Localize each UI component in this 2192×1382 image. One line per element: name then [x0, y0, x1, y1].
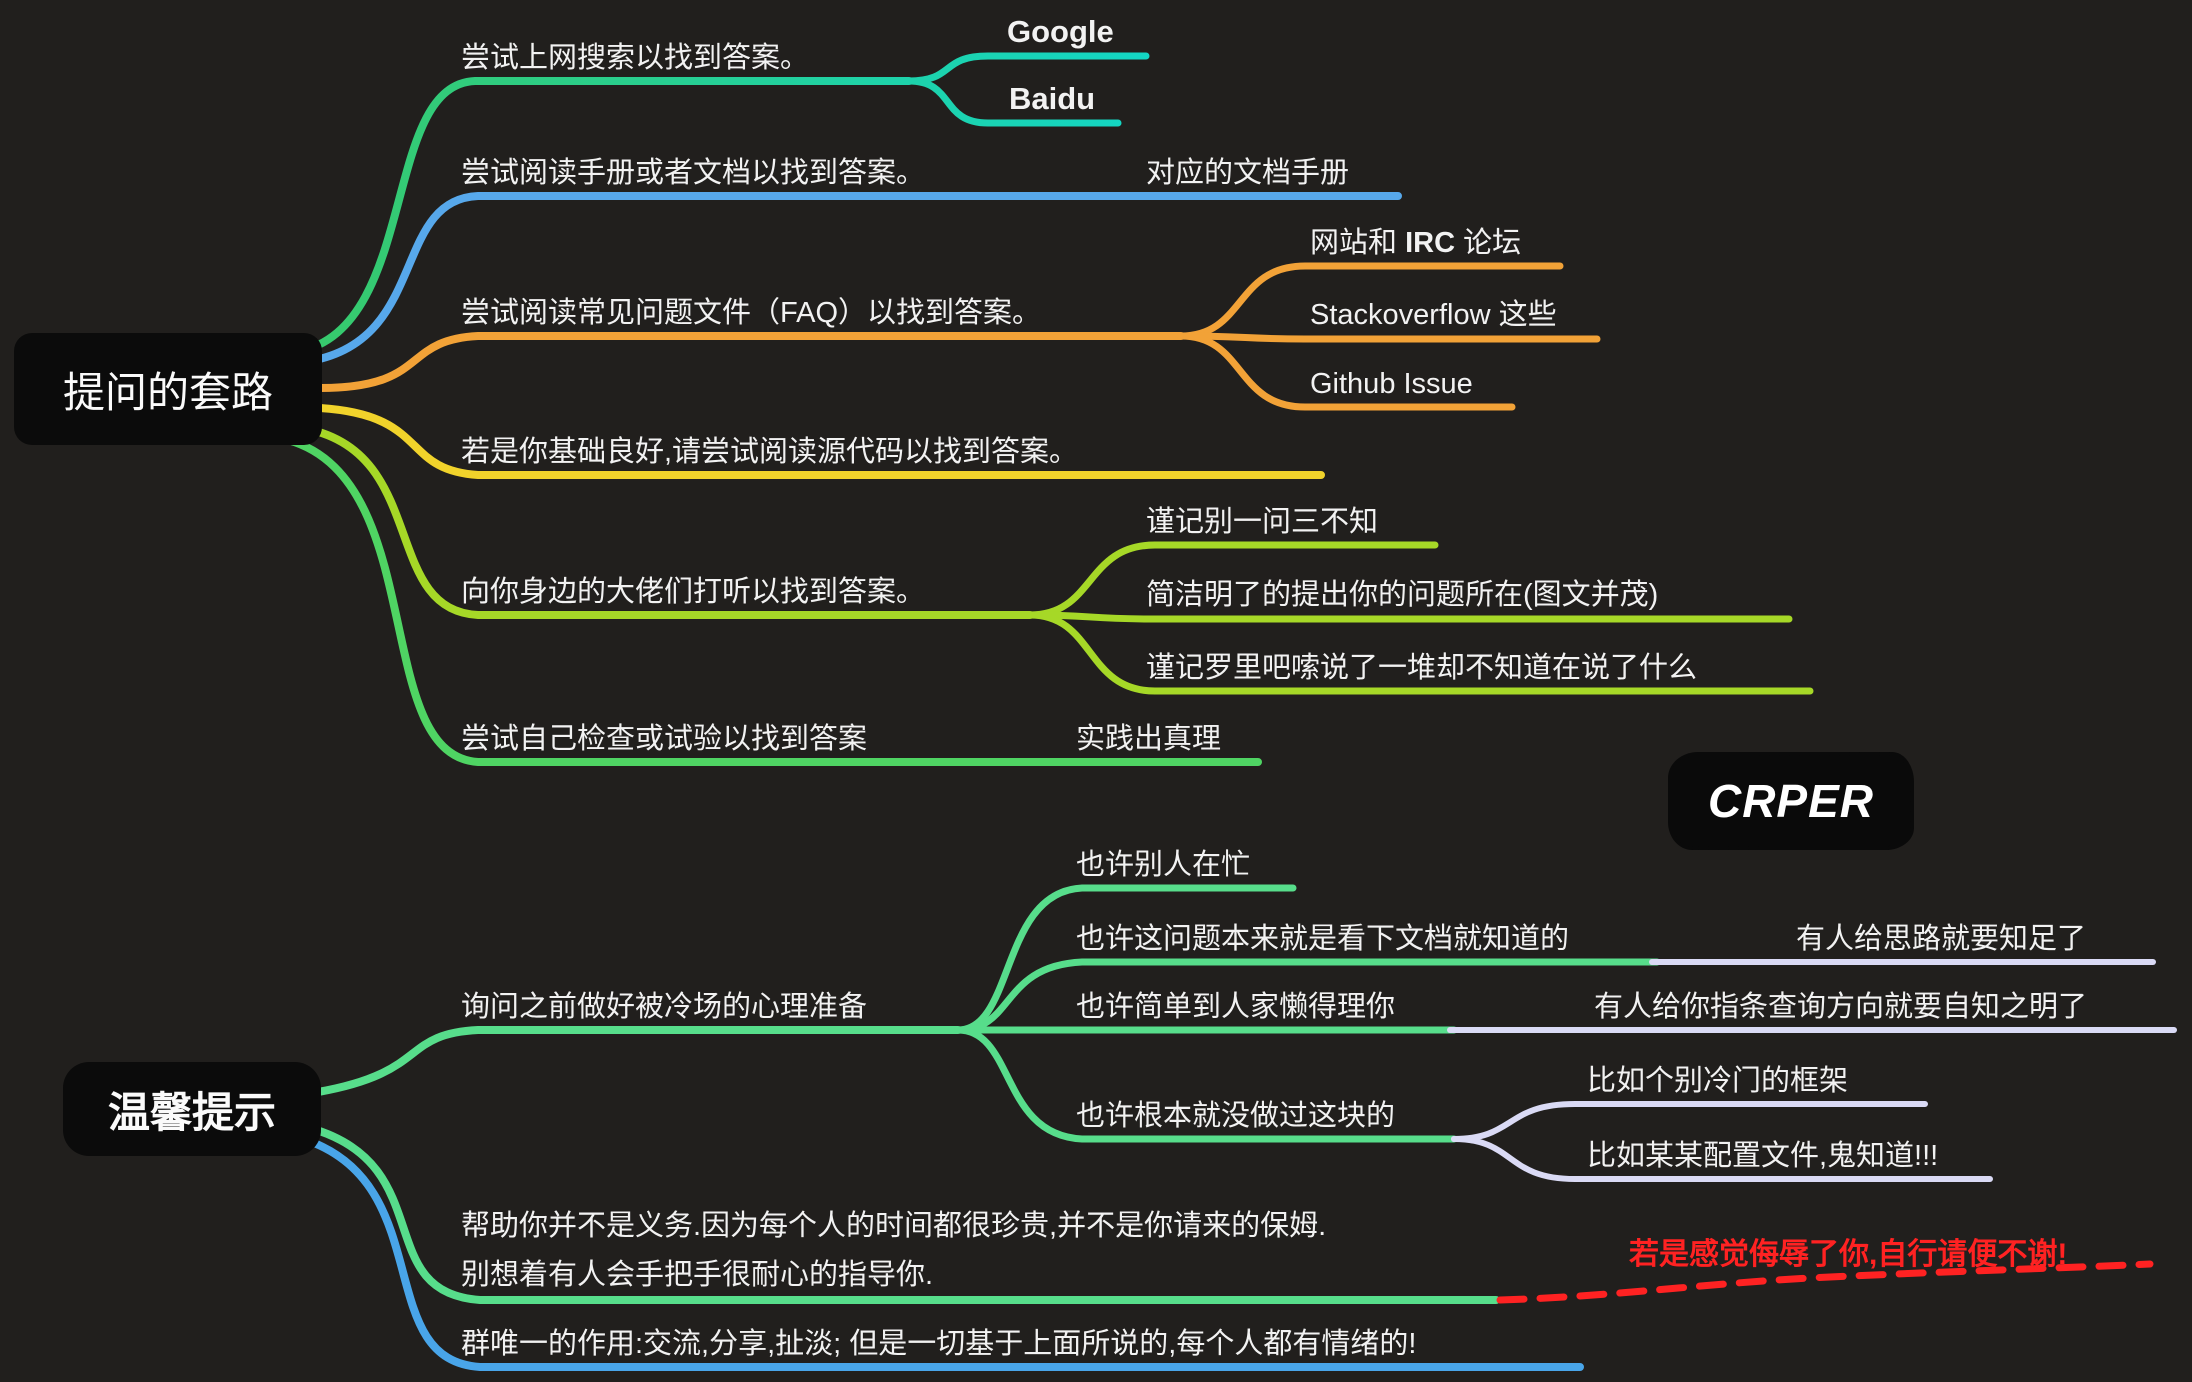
root-node-question-routine-label: 提问的套路 [62, 368, 273, 416]
node-doc-manual[interactable]: 对应的文档手册 [1146, 157, 1350, 189]
root-node-warm-tips-label: 温馨提示 [107, 1088, 276, 1136]
node-read-manual[interactable]: 尝试阅读手册或者文档以找到答案。 [461, 157, 926, 189]
node-practice-truth[interactable]: 实践出真理 [1076, 723, 1222, 755]
node-google[interactable]: Google [1007, 14, 1114, 49]
node-stackoverflow[interactable]: Stackoverflow 这些 [1310, 299, 1557, 331]
root-node-question-routine[interactable]: 提问的套路 [14, 333, 322, 445]
branch-manual-line [300, 192, 1402, 366]
branch-cold-line [314, 1026, 962, 1096]
branch-not-duty-line [306, 1124, 1500, 1304]
node-niche-framework[interactable]: 比如个别冷门的框架 [1587, 1065, 1849, 1097]
node-ask-tip2[interactable]: 简洁明了的提出你的问题所在(图文并茂) [1146, 579, 1659, 611]
node-maybe-busy[interactable]: 也许别人在忙 [1076, 849, 1251, 881]
branch-search-baidu-line [905, 77, 1122, 127]
branch-faq-irc-line [1177, 262, 1564, 340]
node-never-done[interactable]: 也许根本就没做过这块的 [1076, 1100, 1396, 1132]
branch-cold-notdone-line [954, 1026, 1458, 1143]
branch-self-test-line [284, 436, 1262, 766]
node-too-simple[interactable]: 也许简单到人家懒得理你 [1076, 991, 1396, 1023]
node-read-faq[interactable]: 尝试阅读常见问题文件（FAQ）以找到答案。 [461, 297, 1042, 329]
branch-faq-line [316, 332, 1185, 392]
node-config-file[interactable]: 比如某某配置文件,鬼知道!!! [1587, 1140, 1939, 1172]
branch-notdone-example2-line [1451, 1136, 1993, 1182]
node-github-issue[interactable]: Github Issue [1310, 368, 1473, 400]
branch-faq-github-line [1177, 332, 1516, 411]
branch-insult-dashed-line [1496, 1260, 2154, 1304]
node-irc-forum-pre: 网站和 [1310, 227, 1406, 259]
branch-ask-tip2-line [1026, 611, 1793, 623]
branch-group-role-line [296, 1134, 1584, 1371]
node-ask-tip1[interactable]: 谨记别一问三不知 [1146, 506, 1379, 538]
branch-search-google-line [905, 52, 1150, 85]
branch-source-line [316, 404, 1325, 479]
node-not-duty-line1[interactable]: 帮助你并不是义务.因为每个人的时间都很珍贵,并不是你请来的保姆. [461, 1210, 1327, 1242]
node-irc-forum-post: 论坛 [1455, 227, 1522, 259]
node-know-yourself[interactable]: 有人给你指条查询方向就要自知之明了 [1594, 991, 2088, 1023]
node-irc-forum[interactable]: 网站和 IRC 论坛 [1310, 223, 1521, 263]
node-baidu[interactable]: Baidu [1009, 81, 1096, 116]
node-self-test[interactable]: 尝试自己检查或试验以找到答案 [461, 723, 868, 755]
branch-cold-busy-line [954, 884, 1297, 1034]
node-search-web[interactable]: 尝试上网搜索以找到答案。 [461, 42, 810, 74]
branch-ask-expert-line [298, 424, 1034, 619]
node-not-duty-line2[interactable]: 别想着有人会手把手很耐心的指导你. [461, 1259, 934, 1291]
node-insult-note[interactable]: 若是感觉侮辱了你,自行请便不谢! [1629, 1238, 2068, 1271]
root-node-warm-tips[interactable]: 温馨提示 [63, 1062, 321, 1156]
branch-notdone-example1-line [1451, 1101, 1928, 1142]
node-group-role[interactable]: 群唯一的作用:交流,分享,扯淡; 但是一切基于上面所说的,每个人都有情绪的! [461, 1328, 1417, 1360]
watermark-badge: CRPER [1668, 752, 1914, 850]
branch-ask-tip3-line [1026, 611, 1814, 695]
node-be-content[interactable]: 有人给思路就要知足了 [1796, 923, 2087, 955]
node-ask-expert[interactable]: 向你身边的大佬们打听以找到答案。 [461, 576, 926, 608]
branch-search-line [292, 77, 913, 356]
node-cold-prepare[interactable]: 询问之前做好被冷场的心理准备 [461, 991, 868, 1023]
node-irc-forum-bold: IRC [1405, 227, 1456, 259]
node-ask-tip3[interactable]: 谨记罗里吧嗦说了一堆却不知道在说了什么 [1146, 652, 1698, 684]
node-maybe-in-doc[interactable]: 也许这问题本来就是看下文档就知道的 [1076, 923, 1570, 955]
watermark-text: CRPER [1707, 775, 1875, 827]
branch-ask-tip1-line [1026, 541, 1439, 619]
branch-faq-stackoverflow-line [1177, 332, 1601, 343]
node-read-source[interactable]: 若是你基础良好,请尝试阅读源代码以找到答案。 [461, 436, 1079, 468]
